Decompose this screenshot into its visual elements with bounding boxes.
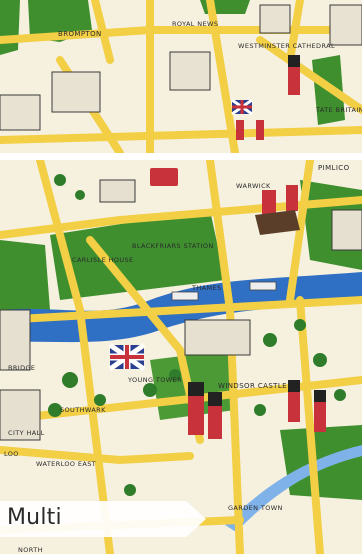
map-label-blackfriars: BLACKFRIARS STATION bbox=[132, 242, 214, 250]
map-label-young-tower: YOUNG TOWER bbox=[127, 376, 182, 384]
road bbox=[0, 126, 362, 144]
map-illustration-bottom: PIMLICO WARWICK CARLISLE HOUSE BLACKFRIA… bbox=[0, 160, 362, 554]
map-tile-bottom: PIMLICO WARWICK CARLISLE HOUSE BLACKFRIA… bbox=[0, 160, 362, 554]
building-sketch bbox=[0, 389, 41, 441]
road bbox=[256, 36, 362, 114]
map-label-brompton: BROMPTON bbox=[58, 30, 102, 38]
park-area bbox=[50, 210, 225, 300]
building-sketch bbox=[259, 4, 291, 34]
map-label-carlisle: CARLISLE HOUSE bbox=[72, 256, 134, 264]
union-flag bbox=[108, 342, 146, 372]
road bbox=[296, 296, 324, 554]
map-illustration-top: BROMPTON ROYAL NEWS WESTMINSTER CATHEDRA… bbox=[0, 0, 362, 153]
building-sketch bbox=[331, 209, 362, 251]
badge-label: Multi bbox=[7, 505, 62, 530]
map-label-westminster: WESTMINSTER CATHEDRAL bbox=[238, 42, 335, 50]
map-label-pimlico: PIMLICO bbox=[318, 164, 350, 172]
building-sketch bbox=[51, 71, 101, 113]
road bbox=[286, 0, 304, 64]
road bbox=[36, 160, 114, 554]
building-sketch bbox=[0, 94, 41, 131]
map-label-waterloo-east: WATERLOO EAST bbox=[36, 460, 96, 468]
tree-group bbox=[48, 174, 346, 496]
map-label-southwark: SOUTHWARK bbox=[60, 406, 106, 414]
product-badge: Multi bbox=[0, 501, 206, 537]
tile-divider bbox=[0, 153, 362, 160]
building-sketch bbox=[169, 51, 211, 91]
map-label-windsor: WINDSOR CASTLE bbox=[218, 382, 287, 390]
map-label-loo: LOO bbox=[4, 450, 19, 458]
road bbox=[0, 446, 194, 465]
building-sketch bbox=[329, 4, 362, 46]
building-sketch bbox=[99, 179, 136, 203]
boat-icon bbox=[171, 291, 199, 301]
guard-figures bbox=[236, 55, 300, 140]
guard-figures bbox=[188, 185, 326, 439]
boat-icon bbox=[249, 281, 277, 291]
park-area bbox=[0, 240, 50, 310]
map-label-city-hall: CITY HALL bbox=[8, 429, 45, 437]
map-label-garden-town: GARDEN TOWN bbox=[228, 504, 283, 512]
red-bus-icon bbox=[150, 168, 178, 186]
map-label-warwick: WARWICK bbox=[236, 182, 271, 190]
road bbox=[91, 0, 114, 64]
castle-sketch bbox=[184, 319, 251, 356]
road bbox=[0, 196, 362, 239]
building-sketch bbox=[0, 309, 31, 371]
road bbox=[206, 160, 244, 554]
union-flag-small bbox=[231, 98, 253, 116]
map-label-north: NORTH bbox=[18, 546, 43, 554]
map-tile-top: BROMPTON ROYAL NEWS WESTMINSTER CATHEDRA… bbox=[0, 0, 362, 153]
canal bbox=[225, 445, 362, 532]
road bbox=[206, 0, 239, 153]
map-label-royal-news: ROYAL NEWS bbox=[172, 20, 218, 28]
map-label-tate: TATE BRITAIN bbox=[315, 106, 362, 114]
park-area bbox=[0, 0, 20, 55]
map-label-thames: THAMES bbox=[191, 284, 222, 292]
map-label-bridge: BRIDGE bbox=[8, 364, 35, 372]
